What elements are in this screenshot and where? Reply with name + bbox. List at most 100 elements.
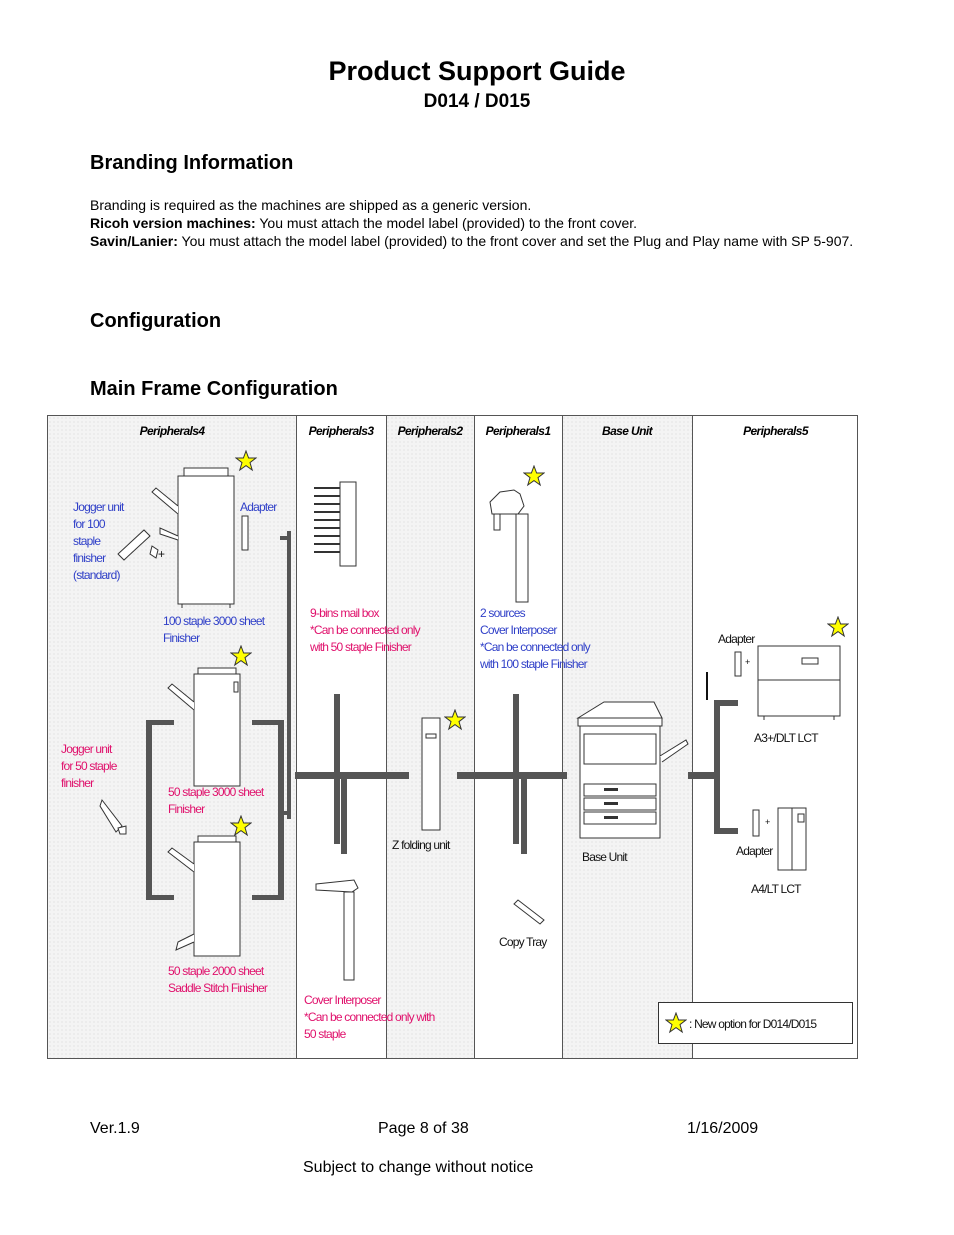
branding-intro: Branding is required as the machines are… — [90, 197, 532, 213]
legend-text: : New option for D014/D015 — [689, 1017, 817, 1031]
connector-bar — [688, 772, 718, 779]
adapter-a3-icon — [734, 651, 742, 677]
label-line: for 50 staple — [61, 759, 117, 773]
footer-notice: Subject to change without notice — [303, 1159, 534, 1176]
label-line: 50 staple 3000 sheet — [168, 785, 264, 799]
star-icon — [235, 450, 257, 472]
mailbox-label: 9-bins mail box *Can be connected only w… — [310, 605, 421, 656]
connector-bar — [278, 720, 284, 900]
column-peripherals4 — [48, 416, 296, 1058]
column-header: Peripherals1 — [485, 424, 551, 438]
label-line: with 50 staple Finisher — [310, 640, 412, 654]
a4-lct-icon — [777, 807, 807, 871]
connector-bar — [252, 720, 282, 725]
legend: : New option for D014/D015 — [658, 1002, 853, 1044]
main-frame-heading: Main Frame Configuration — [90, 378, 338, 400]
connector-bar — [521, 779, 527, 854]
copy-tray-icon — [513, 899, 545, 925]
cover-interposer-2-label: 2 sources Cover Interposer *Can be conne… — [480, 605, 591, 673]
jogger-100-label: Jogger unit for 100 staple finisher (sta… — [73, 499, 124, 584]
connector-bar — [252, 895, 282, 900]
label-line: with 100 staple Finisher — [480, 657, 588, 671]
adapter-a4-label: Adapter — [736, 844, 773, 858]
column-header: Peripherals4 — [139, 424, 205, 438]
plus-sign: + — [745, 657, 750, 667]
label-line: Finisher — [163, 631, 200, 645]
finisher-100-label: 100 staple 3000 sheet Finisher — [163, 613, 265, 647]
label-line: finisher — [61, 776, 94, 790]
finisher-50-label: 50 staple 3000 sheet Finisher — [168, 784, 264, 818]
model-number: D014 / D015 — [423, 91, 531, 112]
base-unit-icon — [576, 701, 689, 839]
connector-bar — [280, 536, 290, 540]
jogger-50-label: Jogger unit for 50 staple finisher — [61, 741, 117, 792]
connector-bar — [714, 700, 720, 834]
connector-bar — [714, 828, 738, 834]
label-line: *Can be connected only — [310, 623, 421, 637]
divider — [562, 416, 563, 1058]
label-line: Finisher — [168, 802, 205, 816]
column-header: Peripherals2 — [397, 424, 463, 438]
a3-lct-icon — [757, 645, 841, 720]
label-line: *Can be connected only with — [304, 1010, 435, 1024]
connector-bar — [146, 720, 152, 900]
savin-line: Savin/Lanier: You must attach the model … — [90, 232, 870, 250]
ricoh-label: Ricoh version machines: — [90, 215, 256, 231]
saddle-finisher-label: 50 staple 2000 sheet Saddle Stitch Finis… — [168, 963, 268, 997]
connector-bar — [457, 772, 567, 779]
footer-version: Ver.1.9 — [90, 1120, 140, 1137]
label-line: 9-bins mail box — [310, 606, 380, 620]
plus-sign: + — [765, 817, 770, 827]
adapter-icon — [241, 515, 249, 551]
footer-date: 1/16/2009 — [687, 1120, 759, 1137]
column-header: Base Unit — [602, 424, 653, 438]
divider — [692, 416, 693, 1058]
savin-label: Savin/Lanier: — [90, 233, 178, 249]
savin-text: You must attach the model label (provide… — [177, 233, 854, 249]
label-line: Cover Interposer — [480, 623, 557, 637]
cover-interposer-2-icon — [489, 489, 529, 603]
branding-heading: Branding Information — [90, 152, 294, 174]
divider — [296, 416, 297, 1058]
configuration-heading: Configuration — [90, 310, 222, 332]
page-title: Product Support Guide — [328, 56, 626, 86]
star-icon — [827, 616, 849, 638]
star-icon — [444, 709, 466, 731]
label-line: Jogger unit — [61, 742, 112, 756]
finisher-100-icon — [151, 467, 235, 608]
jogger-100-icon — [117, 529, 159, 561]
adapter-p4-label: Adapter — [240, 500, 277, 514]
label-line: Jogger unit — [73, 500, 124, 514]
label-line: (standard) — [73, 568, 120, 582]
adapter-a4-icon — [752, 809, 760, 837]
saddle-finisher-icon — [167, 835, 241, 957]
footer-page: Page 8 of 38 — [378, 1120, 469, 1137]
connector-bar — [706, 672, 708, 700]
connector-bar — [295, 772, 409, 779]
ricoh-line: Ricoh version machines: You must attach … — [90, 214, 870, 232]
connector-bar — [714, 700, 738, 706]
connector-bar — [287, 531, 291, 819]
label-line: 2 sources — [480, 606, 526, 620]
divider — [386, 416, 387, 1058]
finisher-50-icon — [167, 667, 241, 787]
z-folding-label: Z folding unit — [392, 838, 450, 852]
connector-bar — [146, 720, 174, 725]
a4-lct-label: A4/LT LCT — [751, 882, 802, 896]
branding-text: Branding is required as the machines are… — [90, 196, 870, 250]
connector-bar — [280, 811, 290, 815]
cover-interposer-icon — [315, 879, 359, 981]
divider — [474, 416, 475, 1058]
connector-bar — [146, 895, 174, 900]
label-line: for 100 — [73, 517, 106, 531]
column-header: Peripherals5 — [743, 424, 808, 438]
star-icon — [230, 645, 252, 667]
z-folding-unit-icon — [421, 717, 441, 831]
label-line: staple — [73, 534, 101, 548]
a3-lct-label: A3+/DLT LCT — [754, 731, 819, 745]
label-line: 100 staple 3000 sheet — [163, 614, 265, 628]
label-line: finisher — [73, 551, 106, 565]
column-header: Peripherals3 — [308, 424, 374, 438]
copy-tray-label: Copy Tray — [499, 935, 547, 949]
label-line: 50 staple 2000 sheet — [168, 964, 264, 978]
